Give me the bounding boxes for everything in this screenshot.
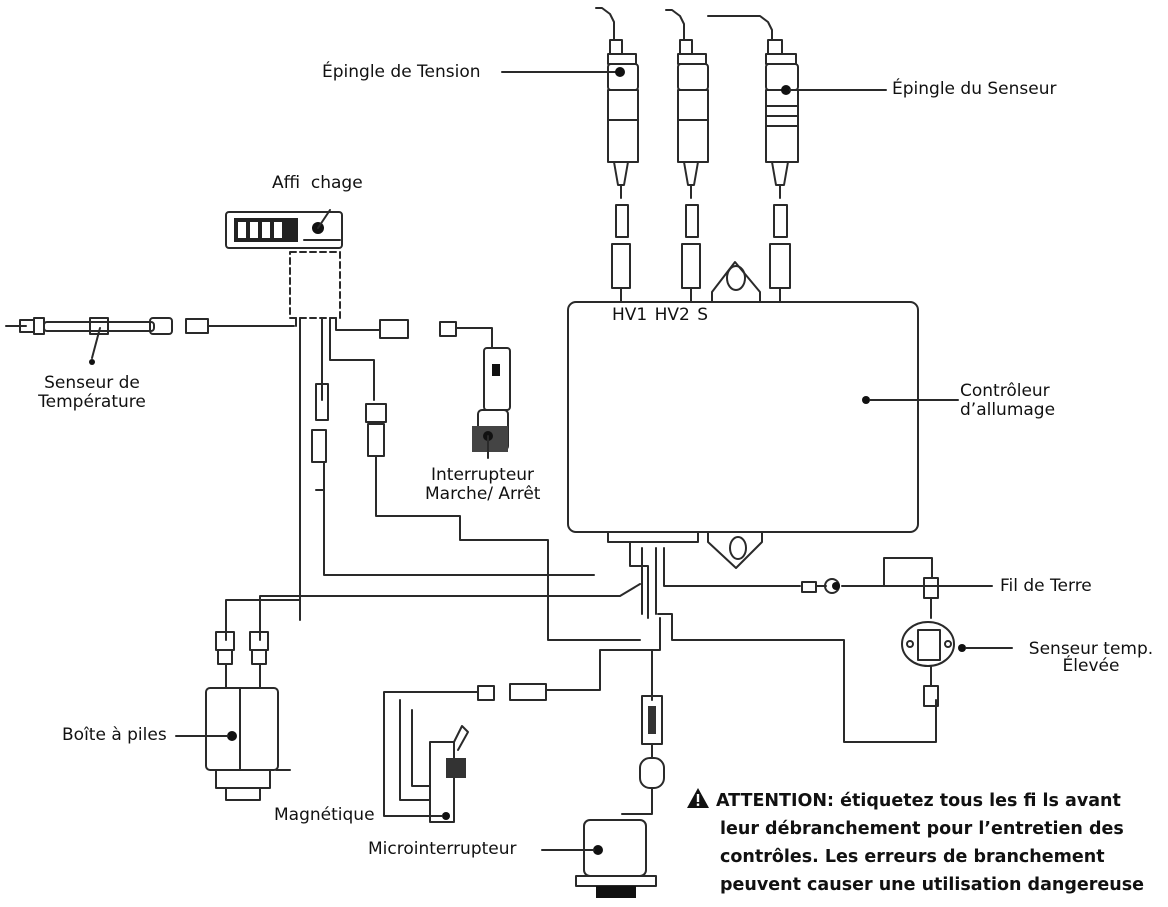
pin-senseur [707, 15, 799, 303]
magnetic-switch [383, 683, 547, 823]
warning-line-4: peuvent causer une utilisation dangereus… [720, 875, 1144, 895]
warning-triangle-icon [686, 787, 716, 815]
warning-line-3: contrôles. Les erreurs de branchement [720, 847, 1105, 867]
label-senseur-eleve: Senseur temp. Élevée [1018, 639, 1164, 676]
warning-line-2: leur débranchement pour l’entretien des [720, 819, 1124, 839]
label-controleur-line1: Contrôleur [960, 381, 1050, 401]
label-interrupteur-line2: Marche/ Arrêt [425, 484, 541, 504]
controller-ear-top [711, 261, 761, 303]
display-unit [225, 209, 343, 319]
label-controleur: Contrôleur d’allumage [960, 382, 1055, 420]
pin-tension [595, 7, 639, 303]
pin-hv2 [665, 9, 709, 303]
label-interrupteur-line1: Interrupteur [431, 465, 535, 485]
battery-box [175, 631, 291, 801]
micro-switch [541, 695, 665, 898]
high-temp-sensor [901, 577, 1013, 707]
on-off-switch [439, 321, 511, 452]
label-senseur-temperature-line1: Senseur de [44, 373, 140, 393]
label-terminals: HV1 HV2 S [612, 305, 709, 325]
label-senseur-temperature: Senseur de Température [32, 374, 152, 412]
label-interrupteur: Interrupteur Marche/ Arrêt [425, 466, 540, 504]
label-magnetique: Magnétique [274, 805, 375, 825]
label-senseur-temperature-line2: Température [38, 392, 146, 412]
warning-text-1: ATTENTION: étiquetez tous les fi ls avan… [716, 791, 1121, 811]
warning-notice: ATTENTION: étiquetez tous les fi ls avan… [686, 787, 1166, 899]
label-microinterrupteur: Microinterrupteur [368, 839, 517, 859]
label-boite-piles: Boîte à piles [62, 725, 167, 745]
controller-ear-bottom [707, 531, 763, 569]
label-senseur-eleve-line1: Senseur temp. [1028, 639, 1154, 659]
label-senseur-eleve-line2: Élevée [1062, 656, 1120, 676]
label-fil-de-terre: Fil de Terre [1000, 576, 1092, 596]
label-epingle-senseur: Épingle du Senseur [892, 79, 1057, 99]
warning-line-1: ATTENTION: étiquetez tous les fi ls avan… [686, 787, 1166, 815]
label-controleur-line2: d’allumage [960, 400, 1056, 420]
label-epingle-tension: Épingle de Tension [322, 62, 481, 82]
label-affichage: Affi chage [272, 173, 363, 193]
temperature-probe [5, 317, 295, 365]
ignition-controller-box [567, 301, 919, 533]
